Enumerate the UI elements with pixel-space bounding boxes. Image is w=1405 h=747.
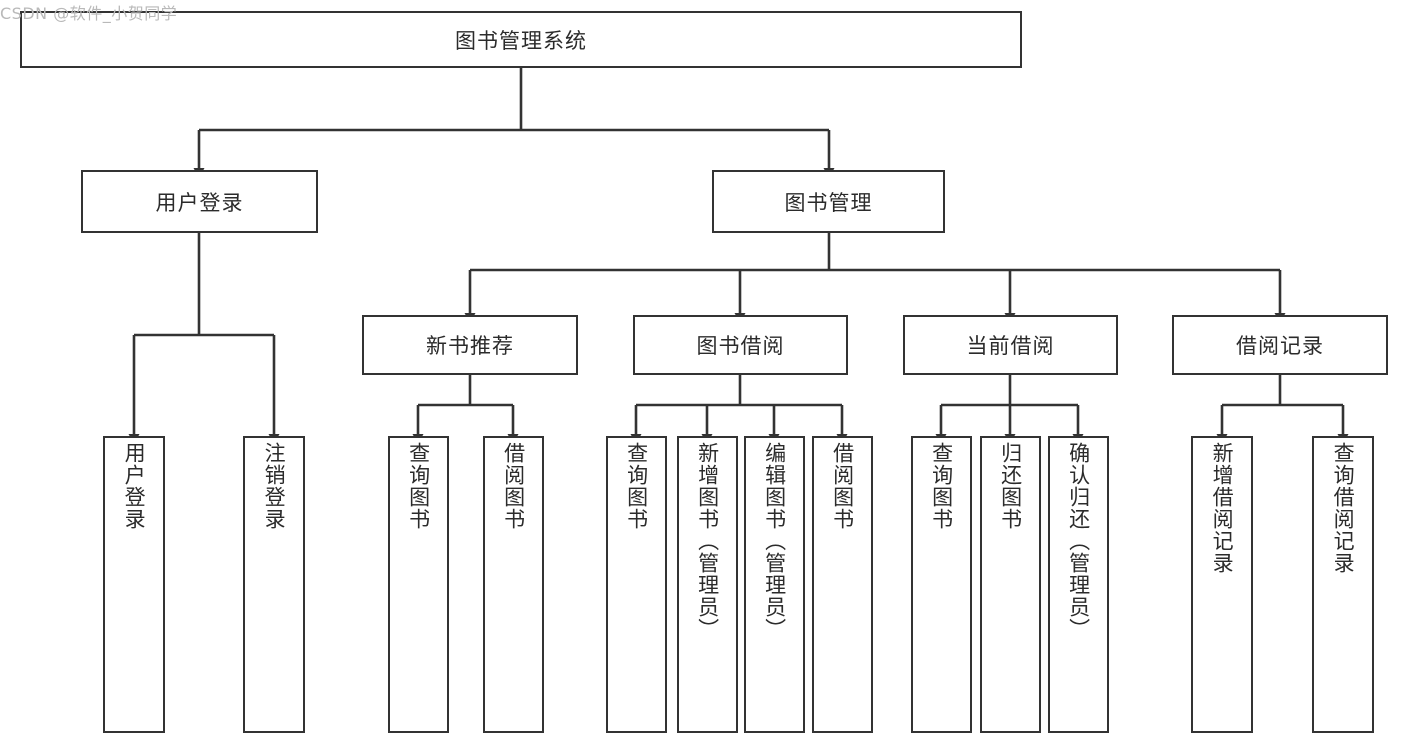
- node-label: 用户登录: [122, 442, 147, 530]
- node-label: 新增图书（管理员）: [695, 442, 720, 640]
- node-label: 借阅记录: [1236, 334, 1324, 358]
- node-label: 查询借阅记录: [1331, 442, 1356, 574]
- level3-node-当前借阅[interactable]: 当前借阅: [903, 315, 1118, 375]
- level3-node-借阅记录[interactable]: 借阅记录: [1172, 315, 1388, 375]
- leaf-node-确认归还管理员[interactable]: 确认归还（管理员）: [1048, 436, 1109, 733]
- csdn-watermark: CSDN @软件_小贺同学: [0, 4, 178, 23]
- node-label: 图书管理系统: [455, 28, 587, 53]
- leaf-node-新增借阅记录[interactable]: 新增借阅记录: [1191, 436, 1253, 733]
- leaf-node-查询借阅记录[interactable]: 查询借阅记录: [1312, 436, 1374, 733]
- node-label: 查询图书: [406, 442, 431, 530]
- node-label: 编辑图书（管理员）: [762, 442, 787, 640]
- leaf-node-借阅图书[interactable]: 借阅图书: [483, 436, 544, 733]
- level2-node-图书管理[interactable]: 图书管理: [712, 170, 945, 233]
- node-label: 借阅图书: [501, 442, 526, 530]
- leaf-node-查询图书[interactable]: 查询图书: [606, 436, 667, 733]
- node-label: 新书推荐: [426, 334, 514, 358]
- node-label: 注销登录: [262, 442, 287, 530]
- node-label: 新增借阅记录: [1210, 442, 1235, 574]
- leaf-node-归还图书[interactable]: 归还图书: [980, 436, 1041, 733]
- node-label: 借阅图书: [830, 442, 855, 530]
- leaf-node-借阅图书[interactable]: 借阅图书: [812, 436, 873, 733]
- node-label: 确认归还（管理员）: [1066, 442, 1091, 640]
- level3-node-新书推荐[interactable]: 新书推荐: [362, 315, 578, 375]
- leaf-node-注销登录[interactable]: 注销登录: [243, 436, 305, 733]
- node-label: 当前借阅: [966, 334, 1055, 358]
- leaf-node-新增图书管理员[interactable]: 新增图书（管理员）: [677, 436, 738, 733]
- leaf-node-查询图书[interactable]: 查询图书: [911, 436, 972, 733]
- level2-node-用户登录[interactable]: 用户登录: [81, 170, 318, 233]
- node-label: 查询图书: [929, 442, 954, 530]
- root-node-图书管理系统[interactable]: 图书管理系统: [20, 11, 1022, 68]
- node-label: 用户登录: [155, 190, 244, 215]
- leaf-node-查询图书[interactable]: 查询图书: [388, 436, 449, 733]
- level3-node-图书借阅[interactable]: 图书借阅: [633, 315, 848, 375]
- leaf-node-用户登录[interactable]: 用户登录: [103, 436, 165, 733]
- node-label: 图书管理: [784, 190, 873, 215]
- node-label: 图书借阅: [696, 334, 785, 358]
- node-label: 查询图书: [624, 442, 649, 530]
- leaf-node-编辑图书管理员[interactable]: 编辑图书（管理员）: [744, 436, 805, 733]
- node-label: 归还图书: [998, 442, 1023, 530]
